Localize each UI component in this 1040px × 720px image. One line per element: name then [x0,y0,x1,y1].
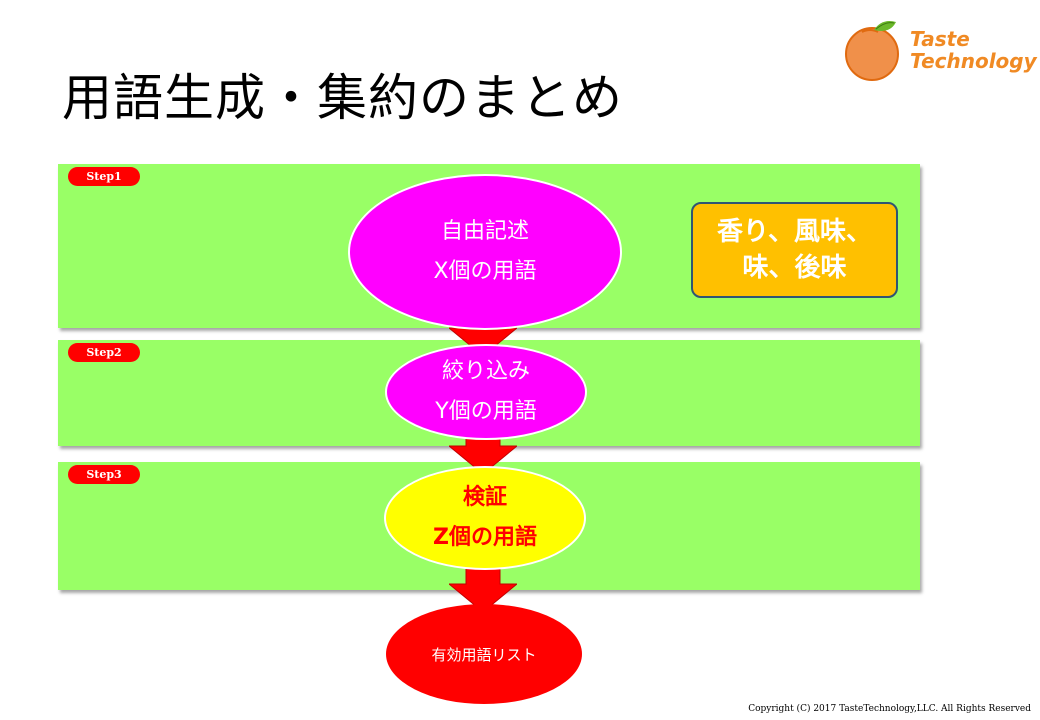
step1-label: Step1 [68,167,140,186]
logo-text: Taste Technology [910,28,1037,72]
logo-line-1: Taste [910,27,970,51]
flavor-category-box: 香り、風味、 味、後味 [691,202,898,298]
narrowing-count: Y個の用語 [435,399,537,424]
narrowing-node: 絞り込み Y個の用語 [385,344,587,440]
step2-label: Step2 [68,343,140,362]
copyright-notice: Copyright (C) 2017 TasteTechnology,LLC. … [748,704,1031,714]
step3-label: Step3 [68,465,140,484]
result-label: 有効用語リスト [431,645,537,664]
verification-title: 検証 [462,485,507,510]
verification-node: 検証 Z個の用語 [384,466,586,570]
result-node: 有効用語リスト [386,604,582,704]
logo-line-2: Technology [910,49,1037,73]
orange-fruit-icon [845,21,899,81]
verification-count: Z個の用語 [433,525,537,550]
flavor-line-1: 香り、風味、 [717,217,872,247]
free-description-node: 自由記述 X個の用語 [348,174,622,330]
narrowing-title: 絞り込み [441,359,530,384]
free-description-title: 自由記述 [440,219,529,244]
company-logo: Taste Technology [840,18,1040,82]
page-title: 用語生成・集約のまとめ [62,69,623,127]
flavor-line-2: 味、後味 [742,253,847,283]
free-description-count: X個の用語 [433,259,537,284]
